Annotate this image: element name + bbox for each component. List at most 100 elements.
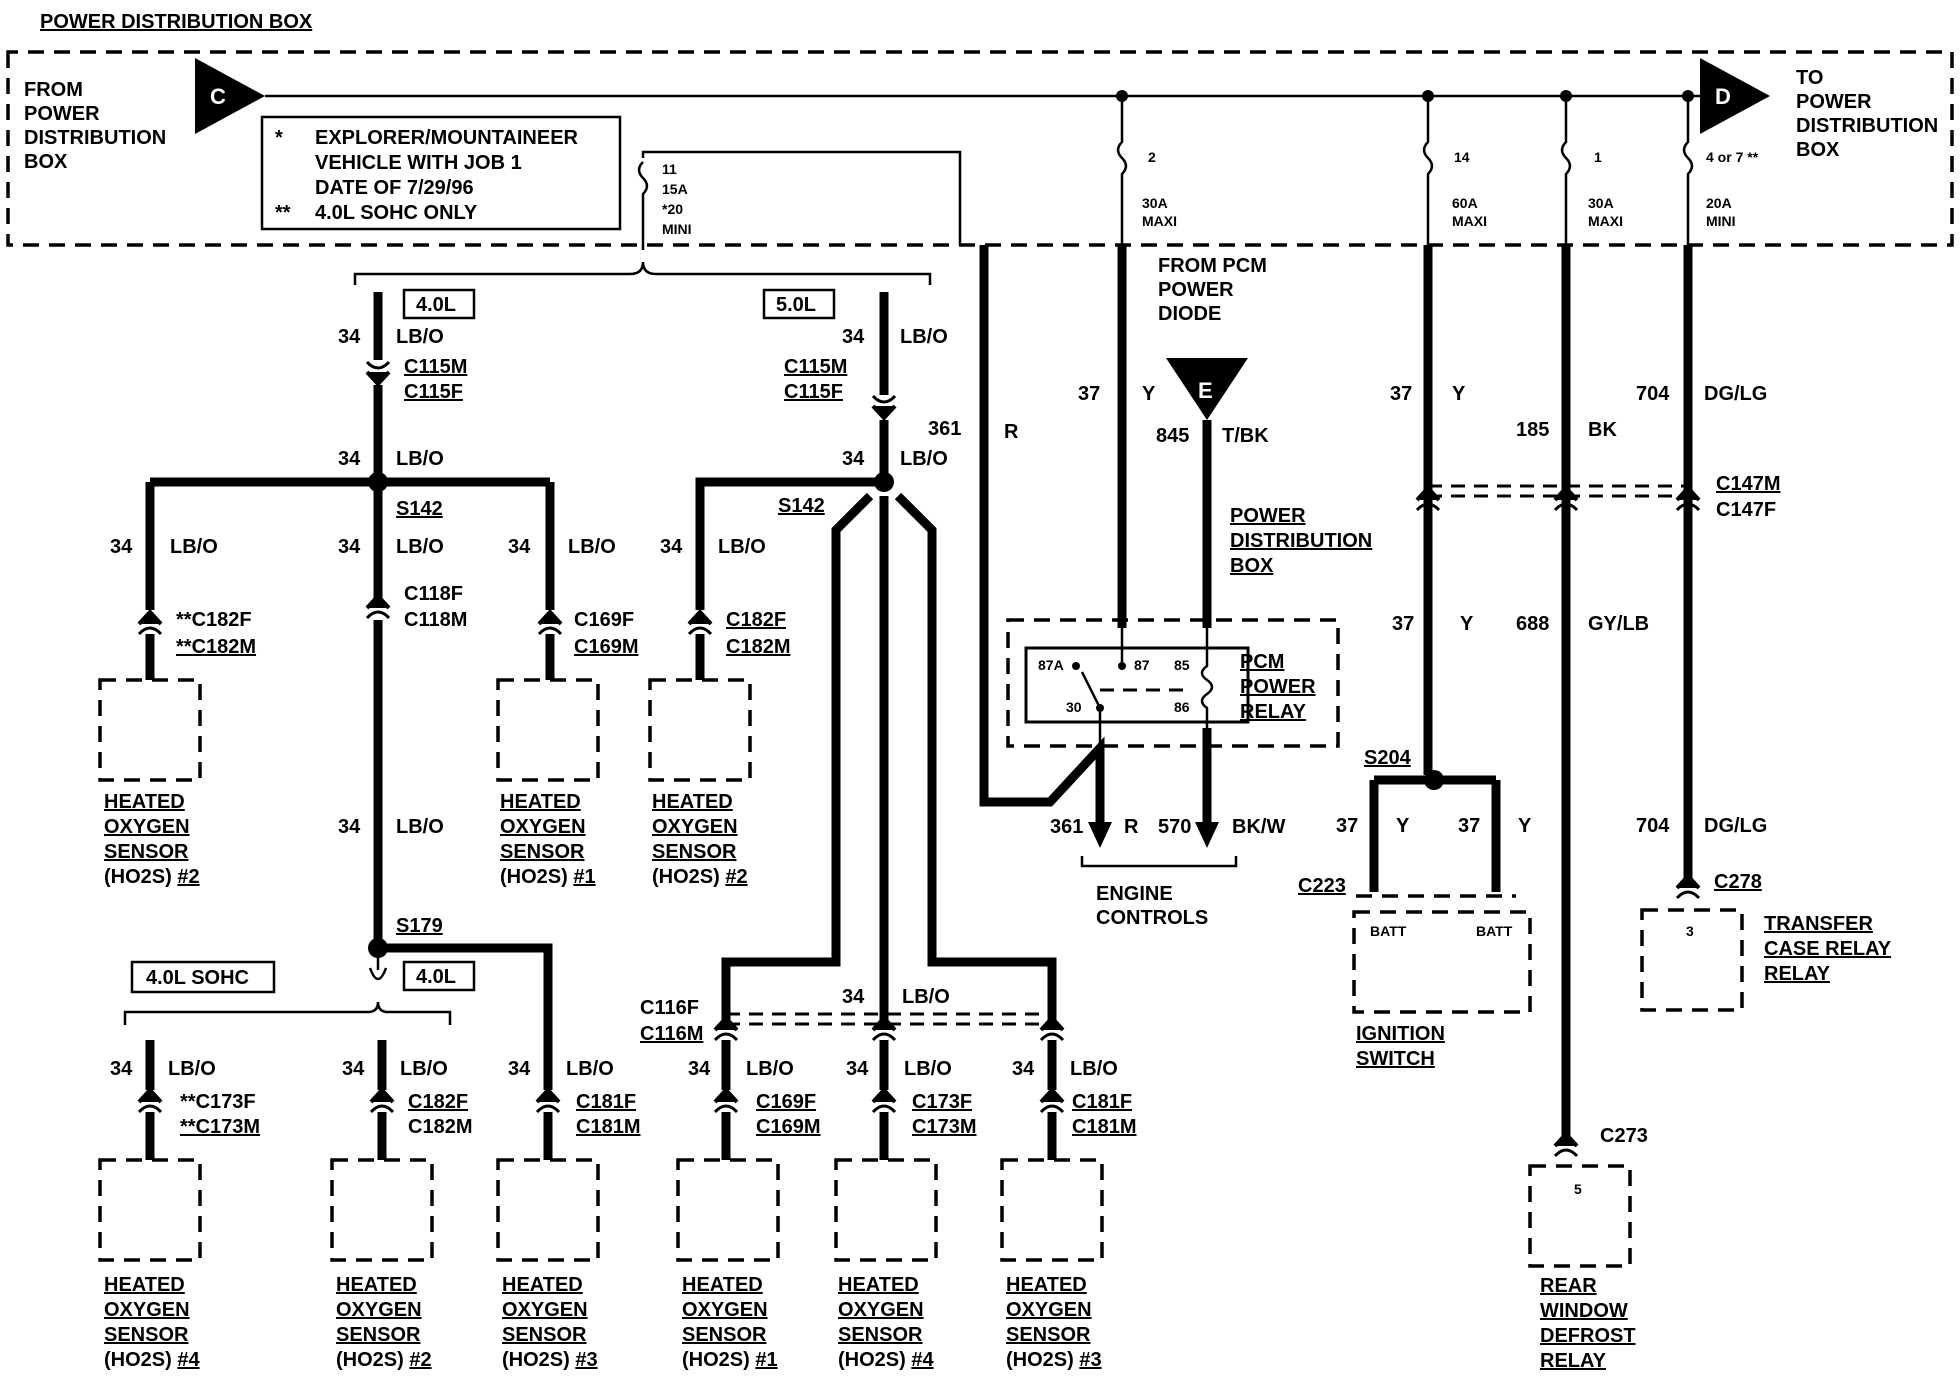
svg-text:C115F: C115F	[784, 381, 843, 403]
svg-text:5.0L: 5.0L	[776, 294, 816, 316]
circuit-845: E 845 T/BK POWER DISTRIBUTION BOX	[1156, 358, 1372, 628]
svg-text:*20: *20	[662, 201, 683, 217]
svg-text:C116F: C116F	[640, 997, 699, 1019]
svg-text:VEHICLE WITH JOB 1: VEHICLE WITH JOB 1	[315, 152, 522, 174]
svg-text:87: 87	[1134, 657, 1150, 673]
svg-text:LB/O: LB/O	[900, 326, 948, 348]
svg-text:(HO2S) #1: (HO2S) #1	[682, 1349, 778, 1371]
circuit-570: 570 BK/W ENGINE CONTROLS	[1080, 728, 1285, 929]
svg-text:4.0L SOHC ONLY: 4.0L SOHC ONLY	[315, 202, 478, 224]
svg-text:C278: C278	[1714, 871, 1762, 893]
svg-text:(HO2S) #3: (HO2S) #3	[502, 1349, 598, 1371]
svg-text:SENSOR: SENSOR	[682, 1324, 767, 1346]
fuse-1: 1 30A MAXI	[1560, 96, 1623, 245]
circuit-185-688: 185 BK 688 GY/LB C273	[1516, 245, 1649, 1158]
svg-text:HEATED: HEATED	[1006, 1274, 1087, 1296]
svg-text:(HO2S) #3: (HO2S) #3	[1006, 1349, 1102, 1371]
svg-text:OXYGEN: OXYGEN	[682, 1299, 768, 1321]
svg-text:LB/O: LB/O	[1070, 1058, 1118, 1080]
svg-text:Y: Y	[1396, 815, 1410, 837]
svg-text:(HO2S) #2: (HO2S) #2	[336, 1349, 432, 1371]
svg-text:1: 1	[1594, 149, 1602, 165]
svg-text:SENSOR: SENSOR	[502, 1324, 587, 1346]
svg-text:C115F: C115F	[404, 381, 463, 403]
svg-text:POWER: POWER	[1240, 676, 1316, 698]
svg-text:DISTRIBUTION: DISTRIBUTION	[24, 127, 166, 149]
svg-text:RELAY: RELAY	[1240, 701, 1307, 723]
svg-text:DISTRIBUTION: DISTRIBUTION	[1796, 115, 1938, 137]
svg-text:86: 86	[1174, 699, 1190, 715]
svg-text:HEATED: HEATED	[336, 1274, 417, 1296]
svg-text:LB/O: LB/O	[396, 448, 444, 470]
svg-text:HEATED: HEATED	[500, 791, 581, 813]
svg-text:BOX: BOX	[24, 151, 68, 173]
svg-text:HEATED: HEATED	[104, 1274, 185, 1296]
svg-text:20A: 20A	[1706, 195, 1732, 211]
fuse-11-brace	[353, 234, 932, 285]
svg-text:WINDOW: WINDOW	[1540, 1300, 1628, 1322]
svg-text:FROM PCM: FROM PCM	[1158, 255, 1267, 277]
svg-text:SENSOR: SENSOR	[104, 841, 189, 863]
svg-text:SENSOR: SENSOR	[1006, 1324, 1091, 1346]
rear-window-defrost-relay: 5 REAR WINDOW DEFROST RELAY	[1528, 1164, 1636, 1372]
ho2s-upper-right-2: HEATED OXYGEN SENSOR (HO2S) #2	[648, 678, 752, 888]
svg-text:MINI: MINI	[1706, 213, 1736, 229]
svg-text:34: 34	[1012, 1058, 1035, 1080]
fuse-14: 14 60A MAXI	[1422, 96, 1487, 245]
svg-text:OXYGEN: OXYGEN	[652, 816, 738, 838]
svg-text:**C173F: **C173F	[180, 1091, 256, 1113]
svg-text:34: 34	[508, 1058, 531, 1080]
svg-text:(HO2S) #1: (HO2S) #1	[500, 866, 596, 888]
svg-text:4.0L SOHC: 4.0L SOHC	[146, 967, 249, 989]
svg-text:C169F: C169F	[756, 1091, 816, 1113]
svg-text:S142: S142	[778, 495, 825, 517]
svg-text:34: 34	[338, 326, 361, 348]
svg-text:Y: Y	[1518, 815, 1532, 837]
svg-text:C115M: C115M	[404, 356, 467, 378]
svg-text:SENSOR: SENSOR	[104, 1324, 189, 1346]
svg-text:C182M: C182M	[408, 1116, 472, 1138]
svg-text:87A: 87A	[1038, 657, 1064, 673]
connector-d-icon	[1700, 58, 1770, 134]
connector-c-icon	[195, 58, 265, 134]
svg-text:C182F: C182F	[408, 1091, 468, 1113]
svg-text:POWER: POWER	[1796, 91, 1872, 113]
svg-text:REAR: REAR	[1540, 1275, 1597, 1297]
circuit-37-pcm-diode: FROM PCM POWER DIODE 37 Y	[1078, 245, 1267, 628]
svg-text:37: 37	[1458, 815, 1480, 837]
svg-text:34: 34	[110, 536, 133, 558]
svg-text:14: 14	[1454, 149, 1470, 165]
svg-text:C181M: C181M	[576, 1116, 640, 1138]
svg-text:C181F: C181F	[1072, 1091, 1132, 1113]
svg-text:DISTRIBUTION: DISTRIBUTION	[1230, 530, 1372, 552]
ho2s-upper-left-2: HEATED OXYGEN SENSOR (HO2S) #2	[98, 678, 202, 888]
svg-text:C273: C273	[1600, 1125, 1648, 1147]
svg-text:34: 34	[842, 986, 865, 1008]
ho2s-lower-2-sohc: HEATED OXYGEN SENSOR (HO2S) #2	[330, 1158, 434, 1371]
svg-text:DG/LG: DG/LG	[1704, 383, 1767, 405]
ho2s-lower-1-5l: HEATED OXYGEN SENSOR (HO2S) #1	[676, 1158, 780, 1371]
fuse-11: 11 15A *20 MINI	[637, 150, 962, 245]
svg-text:C169M: C169M	[574, 636, 638, 658]
svg-text:845: 845	[1156, 425, 1189, 447]
svg-text:OXYGEN: OXYGEN	[104, 816, 190, 838]
svg-text:MAXI: MAXI	[1588, 213, 1623, 229]
svg-text:Y: Y	[1452, 383, 1466, 405]
svg-text:**C182M: **C182M	[176, 636, 256, 658]
svg-text:E: E	[1198, 378, 1213, 403]
svg-text:DATE OF 7/29/96: DATE OF 7/29/96	[315, 177, 474, 199]
svg-text:C181F: C181F	[576, 1091, 636, 1113]
svg-text:11: 11	[662, 161, 677, 177]
connector-e-icon	[1166, 358, 1248, 420]
svg-text:LB/O: LB/O	[170, 536, 218, 558]
svg-text:S204: S204	[1364, 747, 1412, 769]
svg-text:15A: 15A	[662, 181, 688, 197]
fuse-2: 2 30A MAXI	[1116, 96, 1177, 245]
svg-text:704: 704	[1636, 815, 1670, 837]
pcm-power-relay: 87A 87 85 30 86 PCM POWER RELAY	[1006, 618, 1340, 748]
svg-text:185: 185	[1516, 419, 1549, 441]
svg-text:C181M: C181M	[1072, 1116, 1136, 1138]
svg-text:688: 688	[1516, 613, 1549, 635]
svg-text:MAXI: MAXI	[1452, 213, 1487, 229]
